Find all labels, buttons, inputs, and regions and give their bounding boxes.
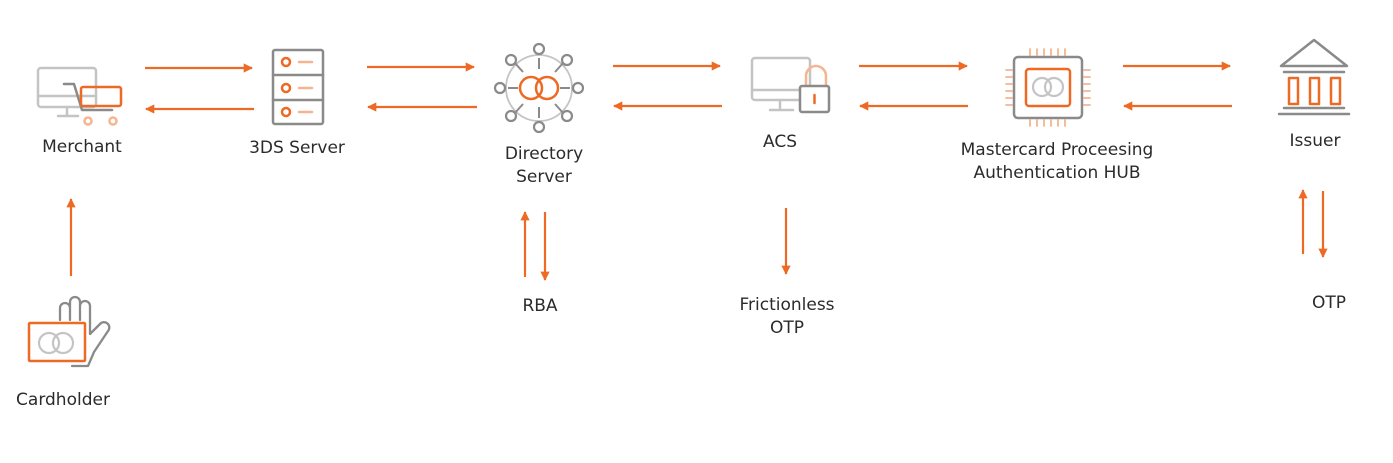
hand-holding-card-icon [27,295,111,368]
hub-label: Mastercard Proceesing Authentication HUB [960,140,1154,183]
shopping-cart-monitor-icon [36,66,123,126]
acs-label: ACS [763,132,797,152]
merchant-label: Merchant [42,137,122,157]
rba-label: RBA [522,296,558,316]
cardholder-label: Cardholder [16,390,110,410]
frictionless-otp-label: Frictionless OTP [739,295,835,338]
issuer-label: Issuer [1289,131,1341,151]
server-rack-icon [271,48,325,126]
monitor-lock-icon [750,56,831,114]
bank-building-icon [1277,38,1351,116]
otp-label: OTP [1311,293,1347,313]
chip-processor-icon [1005,48,1091,127]
three-ds-server-label: 3DS Server [249,138,345,158]
network-hub-icon [493,42,585,134]
directory-server-label: Directory Server [504,144,584,187]
